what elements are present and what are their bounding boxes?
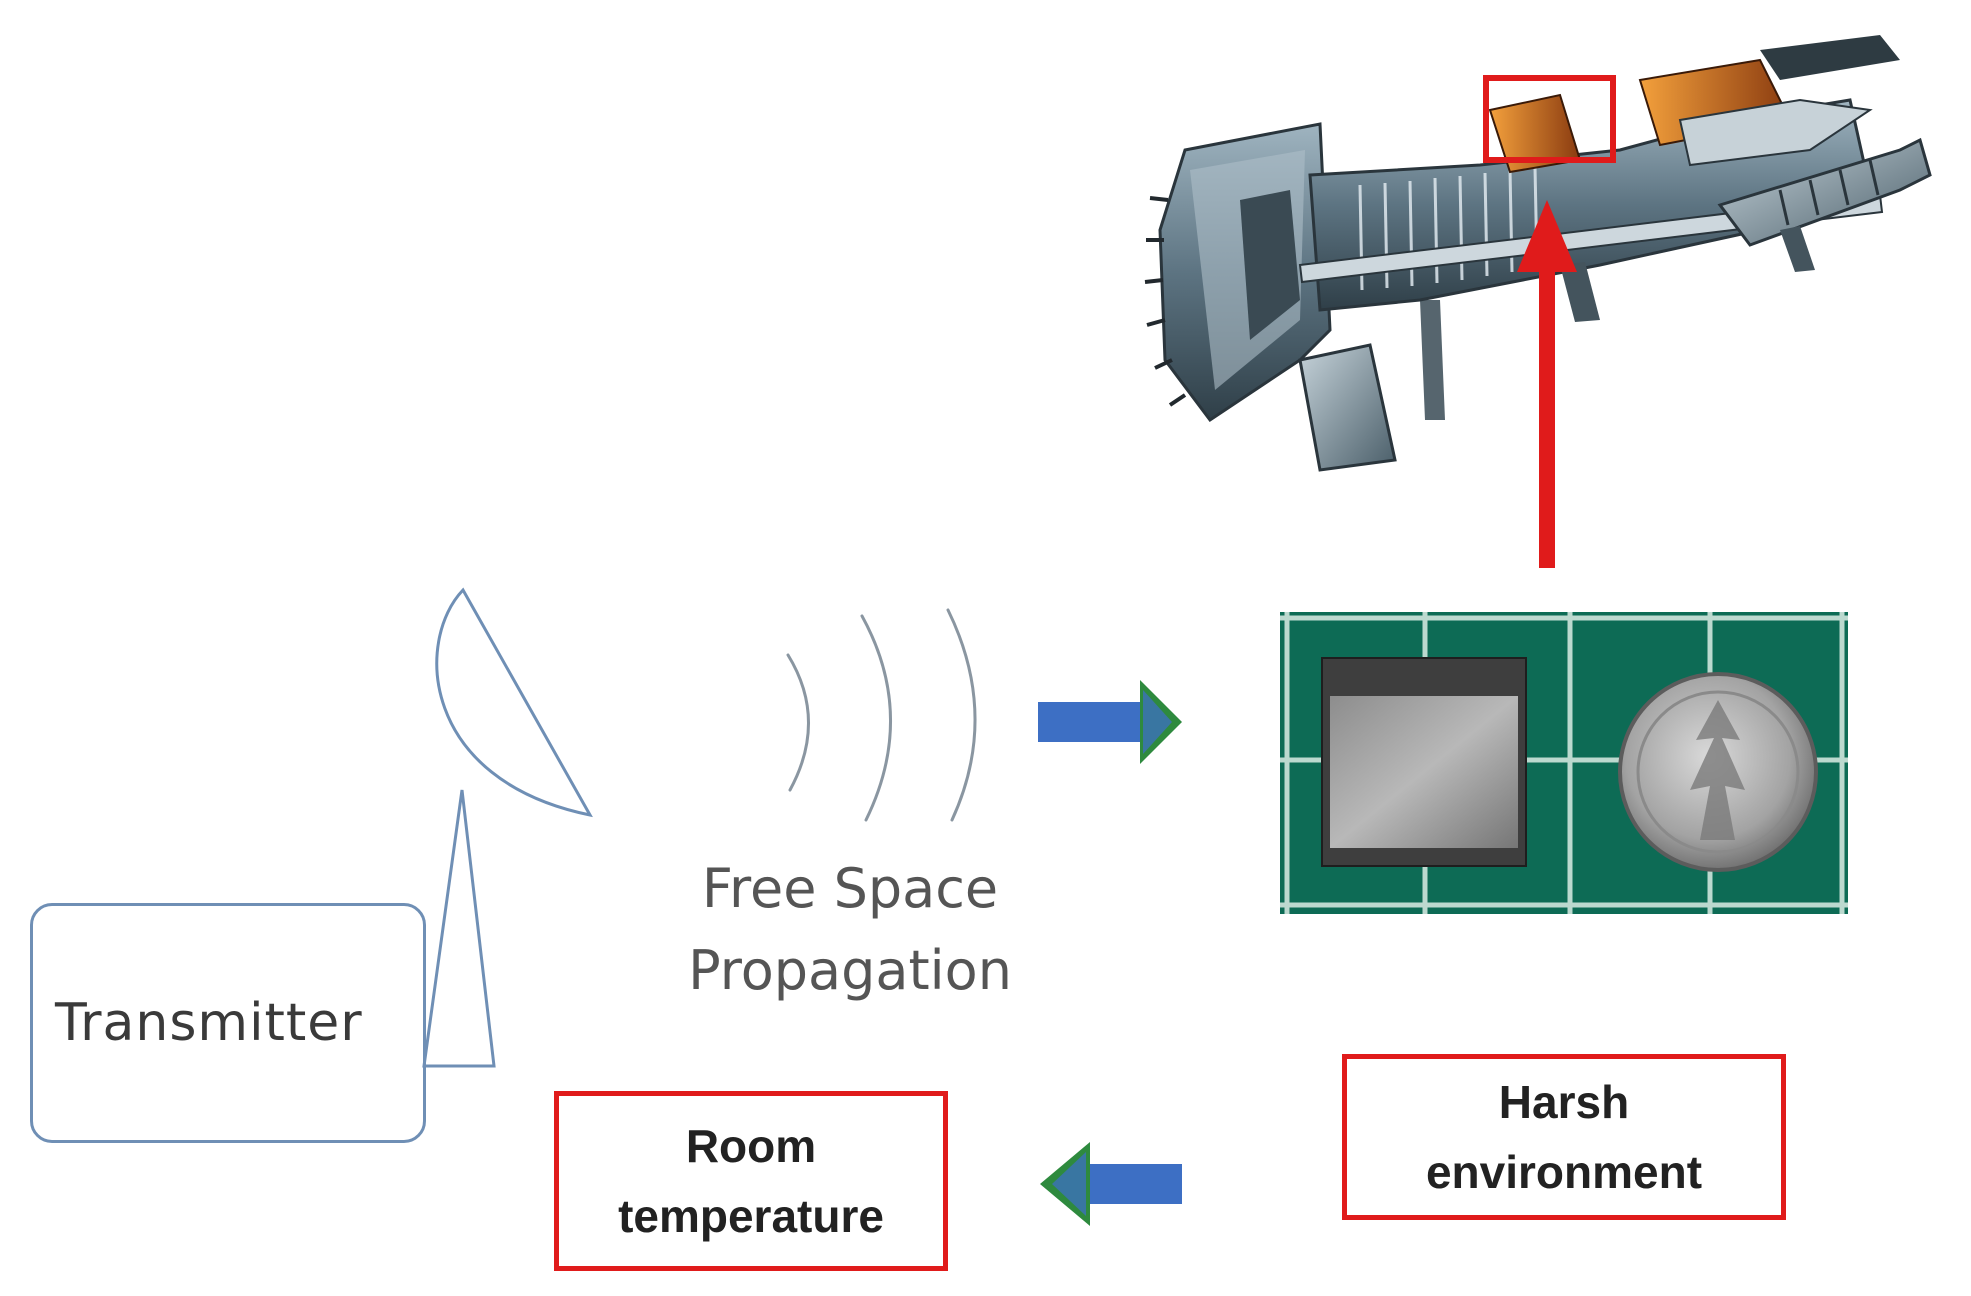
red-up-arrow xyxy=(1517,200,1577,568)
sensor-and-coin-photo xyxy=(1280,612,1848,914)
room-line2: temperature xyxy=(618,1190,884,1242)
harsh-line2: environment xyxy=(1425,1146,1703,1198)
left-arrow-icon xyxy=(1040,1142,1182,1226)
radio-wave-icon xyxy=(786,608,977,822)
transmitter-box: Transmitter xyxy=(30,903,426,1143)
room-temperature-box: Room temperature xyxy=(554,1091,948,1271)
dish-antenna-icon xyxy=(422,587,593,1068)
engine-highlight-box xyxy=(1483,75,1616,163)
free-space-propagation-label: Free Space Propagation xyxy=(640,848,1060,1012)
harsh-line1: Harsh xyxy=(1498,1076,1630,1128)
free-space-line1: Free Space xyxy=(701,857,999,920)
harsh-environment-box: Harsh environment xyxy=(1342,1054,1786,1220)
room-line1: Room xyxy=(685,1120,817,1172)
right-arrow-icon xyxy=(1038,680,1182,764)
free-space-line2: Propagation xyxy=(688,939,1012,1002)
turbine-engine-illustration xyxy=(1144,35,1932,472)
transmitter-label: Transmitter xyxy=(55,993,363,1053)
